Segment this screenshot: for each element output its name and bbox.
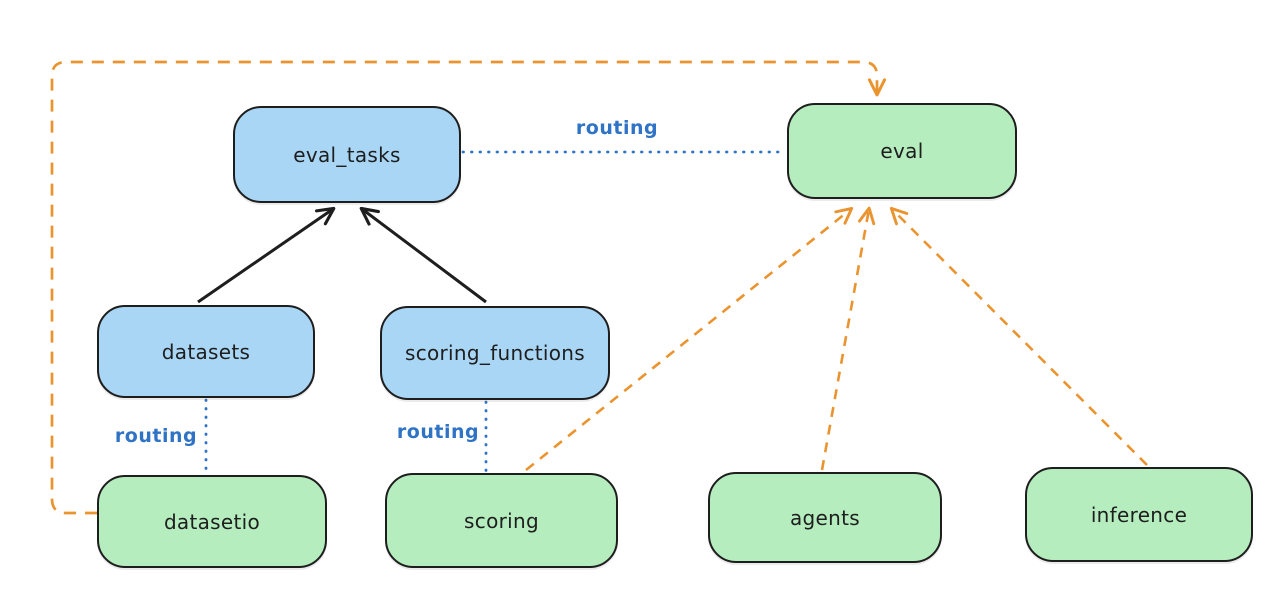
edge-label-routing-datasets: routing: [114, 425, 198, 447]
node-eval-label: eval: [880, 139, 924, 163]
node-datasetio-label: datasetio: [163, 509, 261, 534]
node-scoring-label: scoring: [464, 508, 539, 533]
node-inference-label: inference: [1090, 502, 1188, 527]
node-eval-tasks-label: eval_tasks: [293, 142, 401, 167]
node-datasetio: datasetio: [97, 475, 327, 568]
node-datasets-label: datasets: [161, 339, 251, 364]
node-eval-tasks: eval_tasks: [233, 106, 461, 203]
node-inference: inference: [1025, 467, 1253, 562]
node-agents-label: agents: [790, 505, 860, 530]
edge-datasets-to-eval-tasks: [197, 206, 336, 304]
node-eval: eval: [787, 103, 1017, 199]
node-agents: agents: [708, 472, 942, 563]
edge-inference-to-eval: [889, 206, 1148, 466]
edge-agents-to-eval: [820, 206, 876, 471]
node-scoring: scoring: [385, 473, 618, 568]
node-scoring-functions-label: scoring_functions: [404, 341, 586, 365]
edge-scoring-functions-to-eval-tasks: [359, 206, 487, 304]
edge-label-routing-top: routing: [575, 117, 659, 139]
node-scoring-functions: scoring_functions: [380, 306, 610, 400]
node-datasets: datasets: [97, 305, 315, 398]
edge-label-routing-scoring: routing: [396, 421, 480, 443]
